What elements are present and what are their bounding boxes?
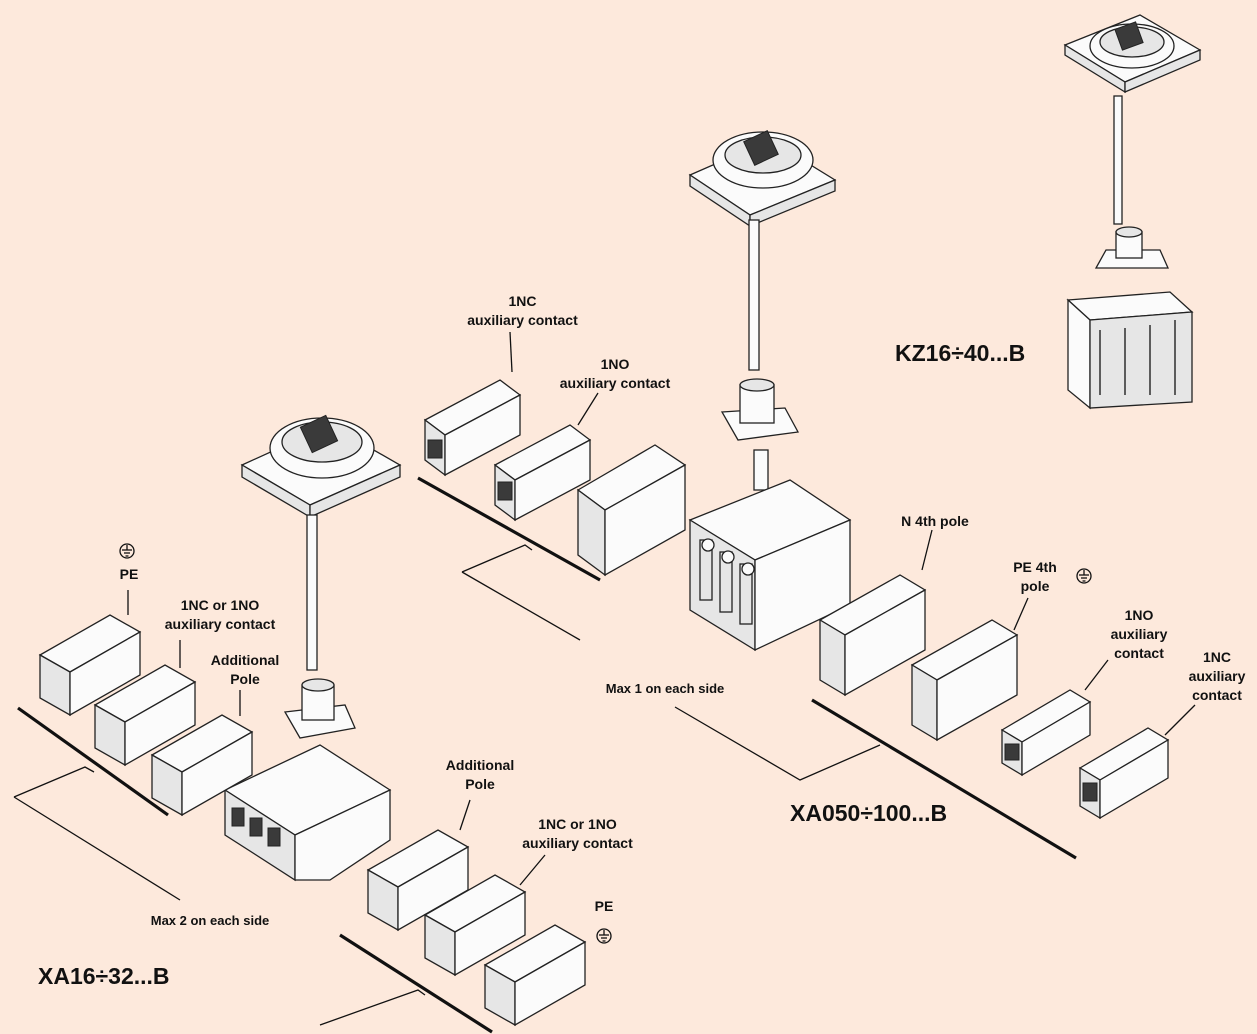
earth-ground-icon xyxy=(596,928,612,944)
product-title-xa050: XA050÷100...B xyxy=(790,800,948,826)
label-1nc-top: 1NC auxiliary contact xyxy=(467,293,578,328)
kz-switch-body xyxy=(1066,291,1194,410)
label-nc-no-bottom: 1NC or 1NO auxiliary contact xyxy=(522,816,633,851)
xa050-handle xyxy=(688,130,837,228)
label-nc-no-left: 1NC or 1NO auxiliary contact xyxy=(164,597,276,632)
xa16-main-switch xyxy=(223,744,392,882)
xa050-right-accessories xyxy=(818,574,1170,820)
label-pe-bottom: PE xyxy=(594,898,614,914)
earth-ground-icon xyxy=(1076,568,1092,584)
earth-ground-icon xyxy=(119,543,135,559)
xa16-right-accessories xyxy=(366,829,587,1027)
label-additional-pole-bottom: Additional Pole xyxy=(445,757,515,792)
mounting-rail-lines xyxy=(17,476,1077,1034)
label-1no-top: 1NO auxiliary contact xyxy=(559,356,671,391)
product-title-xa16: XA16÷32...B xyxy=(38,963,170,989)
label-n-4th-pole: N 4th pole xyxy=(901,513,969,529)
label-pe-left: PE xyxy=(119,566,139,582)
note-max-1: Max 1 on each side xyxy=(605,681,725,696)
note-max-2: Max 2 on each side xyxy=(150,913,270,928)
xa16-shaft xyxy=(283,514,356,739)
kz-shaft xyxy=(1094,95,1170,269)
kz-handle xyxy=(1063,14,1202,94)
xa050-main-switch xyxy=(688,449,852,652)
product-title-kz16: KZ16÷40...B xyxy=(895,340,1026,366)
label-1nc-right: 1NC auxiliary contact xyxy=(1188,649,1246,703)
label-1no-right: 1NO auxiliary contact xyxy=(1110,607,1168,661)
leader-lines xyxy=(13,331,1196,1026)
xa050-shaft xyxy=(720,219,800,441)
xa16-left-accessories xyxy=(38,614,254,817)
xa16-handle xyxy=(240,414,402,519)
label-pe-4th-pole: PE 4th pole xyxy=(1013,559,1057,594)
label-additional-pole-left: Additional Pole xyxy=(210,652,280,687)
xa050-top-accessories xyxy=(423,379,687,577)
